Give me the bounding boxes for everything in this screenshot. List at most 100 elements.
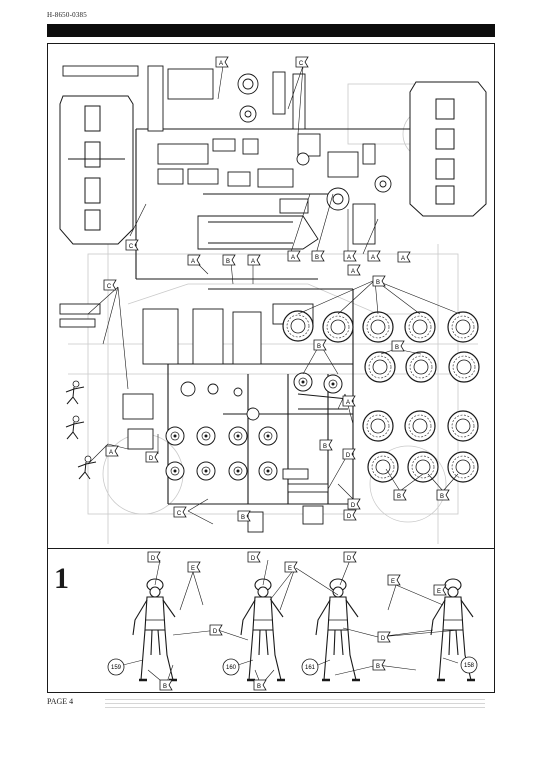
faint-footer-text bbox=[105, 699, 485, 711]
tire-parts bbox=[282, 310, 480, 483]
flag-wheels-b-bottom1: B bbox=[393, 489, 407, 501]
flag-fig-b2: B bbox=[253, 679, 267, 691]
flag-row-a2: A bbox=[343, 250, 357, 262]
flag-top-a: A bbox=[215, 56, 229, 68]
svg-text:D: D bbox=[347, 514, 352, 520]
svg-text:A: A bbox=[109, 450, 113, 456]
leader-lines bbox=[87, 65, 461, 525]
figure-number-159: 159 bbox=[107, 658, 125, 676]
svg-text:C: C bbox=[299, 61, 304, 67]
svg-text:D: D bbox=[347, 556, 352, 562]
flag-fig-d5: D bbox=[377, 631, 391, 643]
flag-fig-c: C bbox=[103, 279, 117, 291]
svg-text:D: D bbox=[213, 629, 218, 635]
flag-fig-b1: B bbox=[159, 679, 173, 691]
flag-mid-a1: A bbox=[187, 254, 201, 266]
svg-text:D: D bbox=[381, 636, 386, 642]
middle-parts bbox=[122, 303, 349, 533]
svg-text:B: B bbox=[395, 345, 399, 351]
flag-row-a1: A bbox=[287, 250, 301, 262]
svg-text:A: A bbox=[351, 269, 355, 275]
sprue-diagram: A C C A B A A A B A A A B B B C A D A D … bbox=[59, 56, 487, 544]
flag-wheel-b-mid: B bbox=[313, 339, 327, 351]
flag-bottom-d: D bbox=[343, 509, 357, 521]
svg-text:C: C bbox=[107, 284, 112, 290]
step-number: 1 bbox=[54, 562, 69, 595]
flag-left-c: C bbox=[125, 239, 139, 251]
svg-text:C: C bbox=[177, 511, 182, 517]
flag-lower-d2: D bbox=[347, 498, 361, 510]
soldier-figure-159 bbox=[131, 577, 179, 682]
svg-text:D: D bbox=[351, 503, 356, 509]
svg-text:D: D bbox=[151, 556, 156, 562]
flag-fig-d3: D bbox=[343, 551, 357, 563]
step-1-section: 1 bbox=[48, 550, 494, 692]
svg-text:B: B bbox=[226, 259, 230, 265]
svg-text:B: B bbox=[376, 664, 380, 670]
flag-lower-a: A bbox=[342, 395, 356, 407]
svg-text:A: A bbox=[347, 255, 351, 261]
flag-fig-a: A bbox=[105, 445, 119, 457]
flag-bottom-b: B bbox=[237, 510, 251, 522]
svg-text:B: B bbox=[317, 344, 321, 350]
flag-fig-e2: E bbox=[284, 561, 298, 573]
flag-mid-a2: A bbox=[247, 254, 261, 266]
flag-fig-e4: E bbox=[433, 584, 447, 596]
instruction-frame: A C C A B A A A B A A A B B B C A D A D … bbox=[47, 43, 495, 693]
svg-text:B: B bbox=[376, 280, 380, 286]
figure-number-161: 161 bbox=[301, 658, 319, 676]
hull-top-left bbox=[59, 95, 134, 245]
svg-text:D: D bbox=[346, 453, 351, 459]
header-bar bbox=[47, 24, 495, 37]
svg-text:C: C bbox=[129, 244, 134, 250]
flag-fig-d1: D bbox=[147, 551, 161, 563]
svg-text:161: 161 bbox=[305, 665, 316, 671]
svg-text:A: A bbox=[219, 61, 223, 67]
svg-text:E: E bbox=[437, 589, 441, 595]
svg-text:A: A bbox=[251, 259, 255, 265]
flag-right-a: A bbox=[397, 251, 411, 263]
svg-text:B: B bbox=[315, 255, 319, 261]
svg-text:159: 159 bbox=[111, 665, 122, 671]
flag-wheel-b-top: B bbox=[372, 275, 386, 287]
section-divider bbox=[48, 548, 494, 550]
flag-fig-e1: E bbox=[187, 561, 201, 573]
svg-text:B: B bbox=[440, 494, 444, 500]
svg-text:A: A bbox=[371, 255, 375, 261]
svg-text:A: A bbox=[346, 400, 350, 406]
flag-row-b1: B bbox=[311, 250, 325, 262]
flag-top-c: C bbox=[295, 56, 309, 68]
flag-fig-e3: E bbox=[387, 574, 401, 586]
svg-text:A: A bbox=[291, 255, 295, 261]
hull-top-right bbox=[409, 81, 487, 217]
flag-mid-b1: B bbox=[222, 254, 236, 266]
svg-text:A: A bbox=[401, 256, 405, 262]
document-code: H-8650-0385 bbox=[47, 11, 87, 19]
soldier-figure-160 bbox=[239, 577, 287, 682]
left-small-figures bbox=[65, 380, 97, 480]
svg-text:D: D bbox=[251, 556, 256, 562]
svg-text:B: B bbox=[241, 515, 245, 521]
flag-mid-a3: A bbox=[347, 264, 361, 276]
svg-text:D: D bbox=[149, 456, 154, 462]
svg-text:A: A bbox=[191, 259, 195, 265]
figure-number-160: 160 bbox=[222, 658, 240, 676]
flag-wheel-b-r: B bbox=[391, 340, 405, 352]
flag-bottom-c: C bbox=[173, 506, 187, 518]
flag-fig-d2: D bbox=[247, 551, 261, 563]
flag-fig-d4: D bbox=[209, 624, 223, 636]
svg-text:B: B bbox=[163, 684, 167, 690]
svg-text:B: B bbox=[257, 684, 261, 690]
soldier-figure-161 bbox=[314, 577, 362, 682]
flag-fig-d: D bbox=[145, 451, 159, 463]
figure-part-flags: D D D E E E E D D B B B bbox=[147, 551, 447, 691]
svg-text:B: B bbox=[323, 444, 327, 450]
figure-assembly-diagram: D D D E E E E D D B B B 159 160 161 158 bbox=[107, 551, 478, 691]
flag-row-a3: A bbox=[367, 250, 381, 262]
top-small-parts bbox=[59, 65, 392, 328]
flag-fig-b3: B bbox=[372, 659, 386, 671]
page-number: PAGE 4 bbox=[47, 697, 74, 706]
svg-text:E: E bbox=[288, 566, 292, 572]
svg-text:E: E bbox=[191, 566, 195, 572]
svg-text:E: E bbox=[391, 579, 395, 585]
